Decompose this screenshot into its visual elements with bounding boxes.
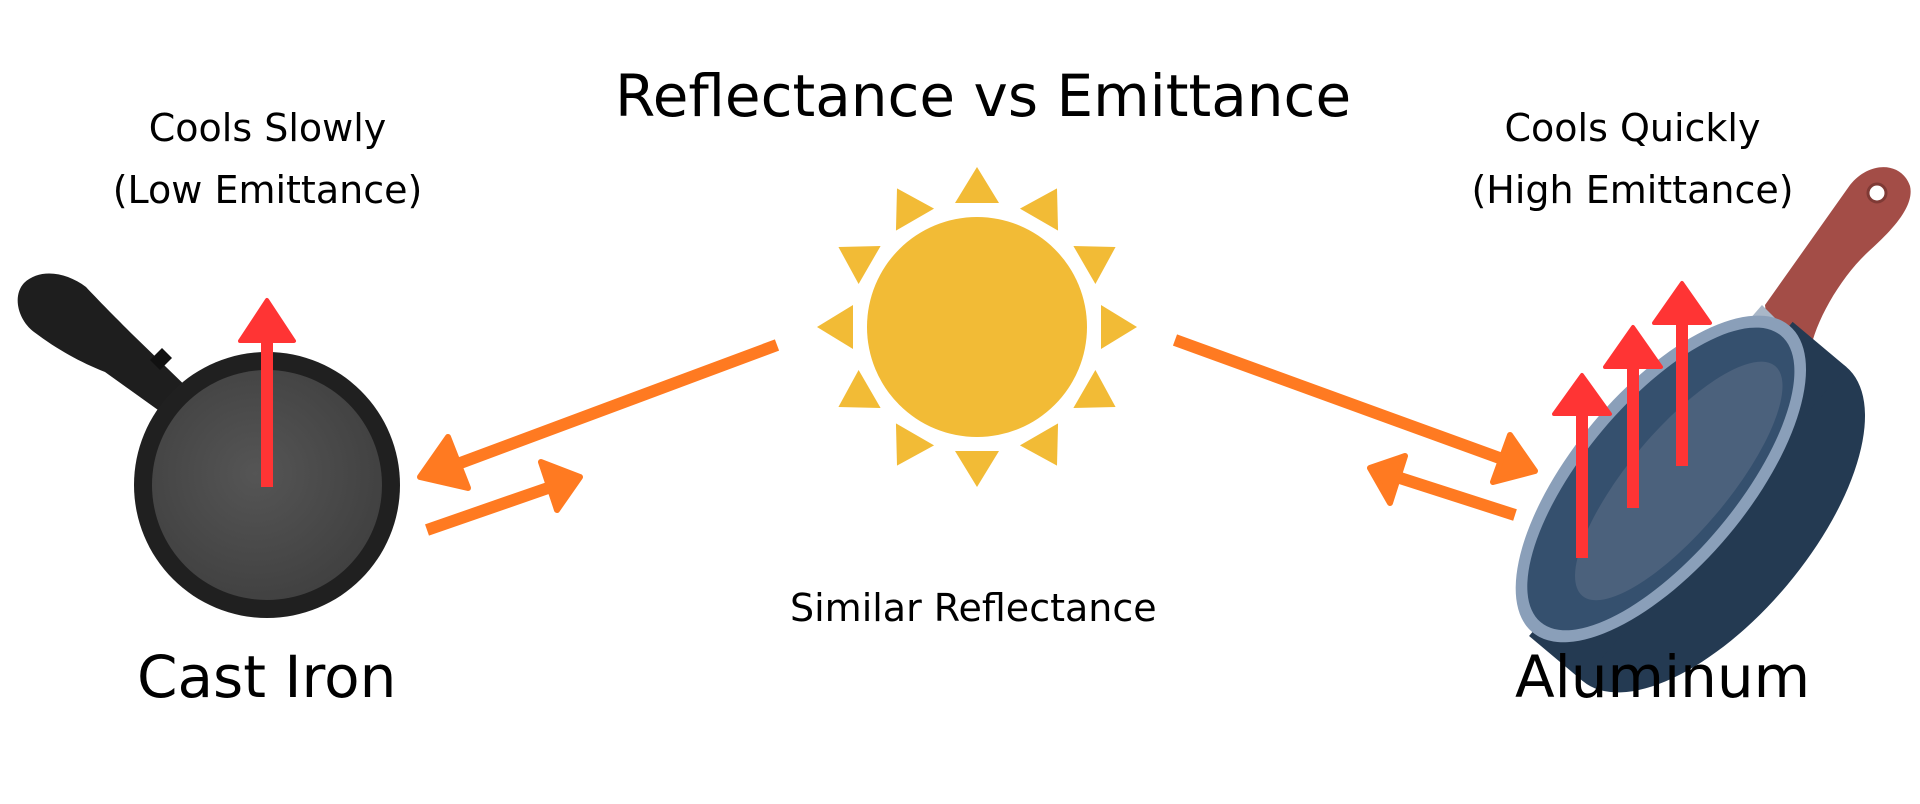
- aluminum-status: Cools Quickly (High Emittance): [1455, 106, 1810, 213]
- cast-iron-handle: [17, 273, 199, 420]
- emission-arrows-aluminum: [1552, 281, 1712, 558]
- aluminum-pan-icon: [1515, 167, 1911, 693]
- emission-arrow-aluminum-1: [1552, 373, 1612, 558]
- aluminum-label: Aluminum: [1515, 643, 1811, 711]
- sun-disc: [867, 217, 1087, 437]
- aluminum-status-line2: (High Emittance): [1471, 167, 1794, 212]
- diagram-title: Reflectance vs Emittance: [615, 62, 1352, 130]
- cast-iron-handle-collar: [150, 348, 172, 370]
- aluminum-status-line1: Cools Quickly: [1504, 106, 1761, 150]
- cast-iron-status: Cools Slowly (Low Emittance): [95, 106, 440, 213]
- cast-iron-status-line2: (Low Emittance): [112, 167, 423, 212]
- cast-iron-status-line1: Cools Slowly: [148, 106, 387, 150]
- aluminum-pan-floor: [1575, 361, 1783, 601]
- cast-iron-skillet-icon: [17, 273, 400, 618]
- aluminum-handle-hole: [1866, 182, 1888, 204]
- sun-icon: [817, 167, 1137, 487]
- center-caption: Similar Reflectance: [790, 586, 1157, 630]
- cast-iron-label: Cast Iron: [137, 643, 397, 711]
- aluminum-handle: [1765, 167, 1911, 352]
- reflected-light-arrow-right: [1367, 453, 1517, 521]
- emission-arrow-aluminum-3: [1652, 281, 1712, 466]
- incoming-light-arrow-left: [417, 339, 780, 491]
- emission-arrow-aluminum-2: [1603, 325, 1663, 508]
- emission-arrow-cast-iron: [238, 298, 296, 487]
- sun-rays: [817, 167, 1137, 487]
- reflected-light-arrow-left: [425, 459, 583, 536]
- incoming-light-arrow-right: [1172, 334, 1538, 485]
